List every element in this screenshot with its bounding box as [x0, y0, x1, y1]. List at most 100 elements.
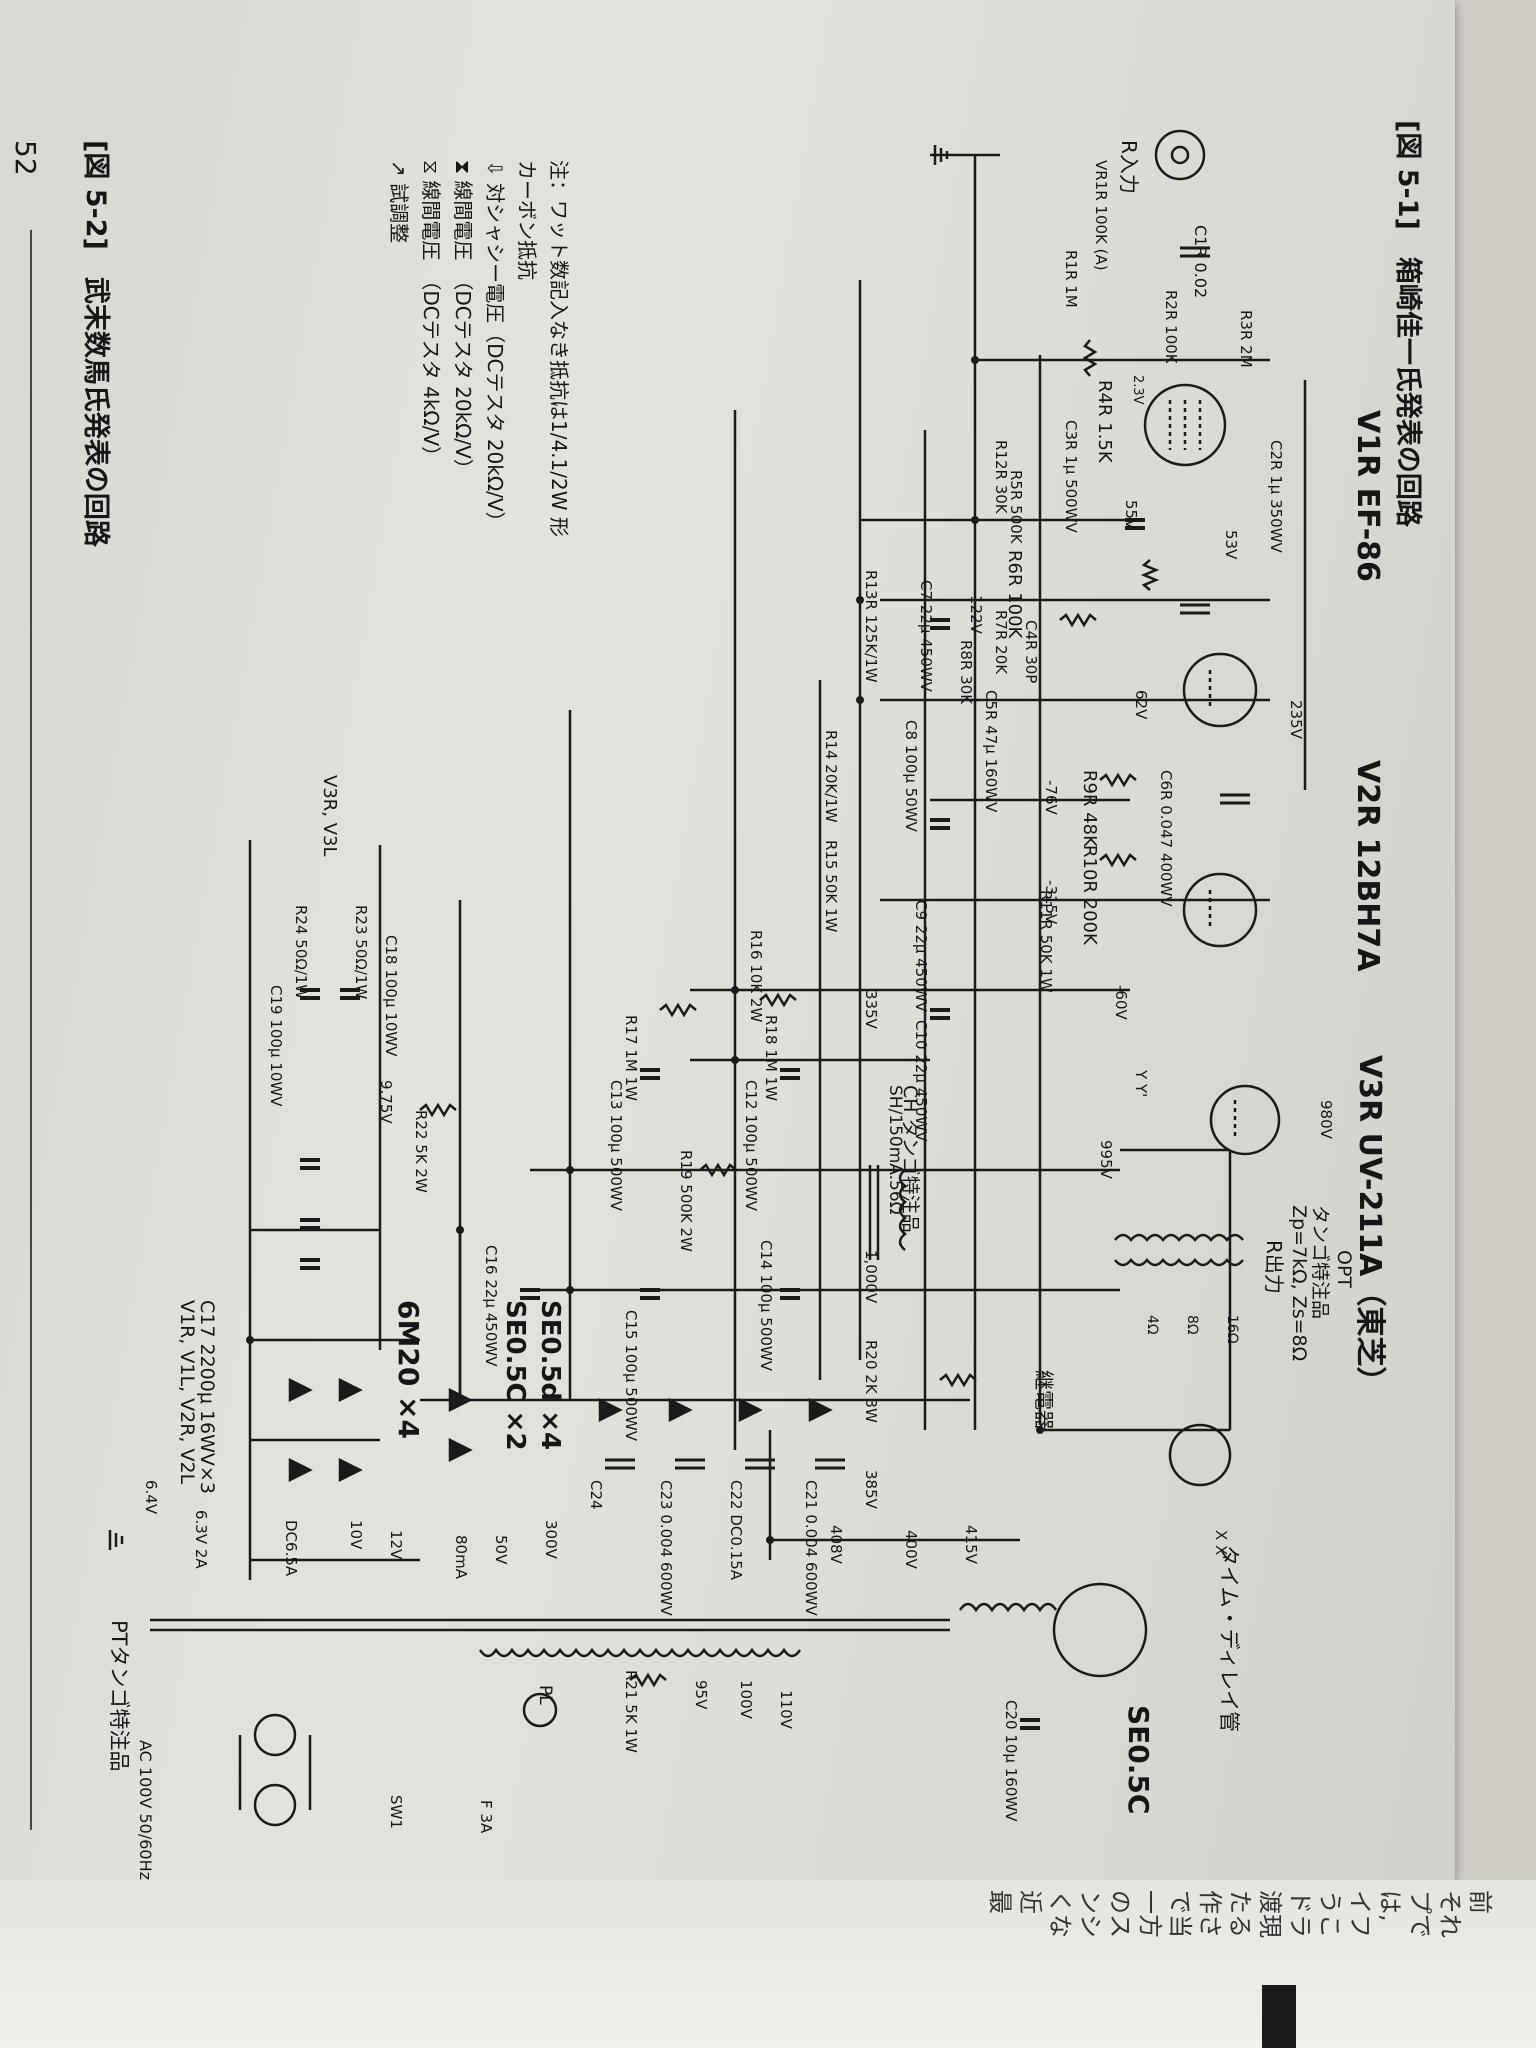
xx-terminal: X X' [1212, 1530, 1230, 1560]
next-page-text-fragment: ドラ [1286, 1890, 1314, 1938]
c16-label: C16 22μ 450WV [482, 1245, 500, 1367]
tap-4ohm: 4Ω [1144, 1315, 1160, 1335]
next-page-text-fragment: うこ [1316, 1890, 1344, 1938]
r7r-label: R7R 20K [992, 610, 1010, 675]
r9r-label: R9R 48K [1079, 770, 1100, 847]
schematic-drawing [108, 129, 1307, 1827]
c4r-label: C4R 30P [1022, 620, 1040, 684]
v1-tube-label: V1R EF-86 [1350, 410, 1385, 582]
r18-label: R18 1M 1W [762, 1015, 780, 1101]
tap-8ohm: 8Ω [1184, 1315, 1200, 1335]
current-dc6-5a: DC6.5A [282, 1520, 300, 1577]
rectifier-hv1-label: SE0.5d ×4 [535, 1300, 565, 1451]
c19-label: C19 100μ 10WV [267, 985, 285, 1107]
c5r-label: C5R 47μ 160WV [982, 690, 1000, 813]
tap-16ohm: 16Ω [1224, 1315, 1240, 1344]
r-input-label: R入力 [1117, 140, 1141, 194]
voltage-minus-315v: -315V [1042, 880, 1060, 925]
c20-label: C20 10μ 160WV [1002, 1700, 1020, 1822]
r12r-label: R12R 30K [992, 440, 1010, 514]
r13r-label: R13R 125K/1W [862, 570, 880, 683]
page-rule [30, 230, 32, 1830]
switch-label: SW1 [387, 1795, 405, 1829]
r8r-label: R8R 30K [957, 640, 975, 705]
voltage-235v: 235V [1287, 700, 1305, 739]
r3r-label: R3R 2M [1237, 310, 1255, 368]
voltage-335v: 335V [862, 990, 880, 1029]
next-page-text-fragment: プで [1406, 1890, 1434, 1938]
c24-label: C24 [587, 1480, 605, 1510]
r10r-label: R10R 200K [1079, 845, 1100, 945]
voltage-408v: 408V [827, 1525, 845, 1564]
voltage-minus-76v: -76V [1042, 780, 1060, 815]
voltage-10v: 10V [347, 1520, 365, 1550]
r22-label: R22 5K 2W [412, 1110, 430, 1193]
r-output-label: R出力 [1262, 1240, 1286, 1294]
next-page-text-fragment: 近 [1016, 1890, 1044, 1914]
voltage-9-75v: 9.75V [377, 1080, 395, 1124]
r21-label: R21 5K 1W [622, 1670, 640, 1753]
c2r-label: C2R 1μ 350WV [1267, 440, 1285, 553]
tap-95v: 95V [692, 1680, 710, 1710]
r1r-label: R1R 1M [1062, 250, 1080, 308]
next-page-text-fragment: 渡現 [1256, 1890, 1284, 1938]
choke-spec: SH/150mA.56Ω [885, 1085, 905, 1215]
opt-spec1: タンゴ特注品 [1309, 1205, 1331, 1320]
c18-label: C18 100μ 10WV [382, 935, 400, 1057]
next-page-text-fragment: たる [1226, 1890, 1254, 1938]
ref-v3-label: V3R, V3L [319, 775, 340, 857]
voltage-415v: 415V [962, 1525, 980, 1564]
voltage-minus-60v: -60V [1112, 985, 1130, 1020]
next-page-text-fragment: 最 [986, 1890, 1014, 1914]
c13-label: C13 100μ 500WV [607, 1080, 625, 1211]
voltage-400v: 400V [902, 1530, 920, 1569]
pt-label: PTタンゴ特注品 [107, 1620, 131, 1772]
tap-100v: 100V [737, 1680, 755, 1719]
tap-110v: 110V [777, 1690, 795, 1729]
c22-label: C22 DC0.15A [727, 1480, 745, 1581]
voltage-12v: 12V [387, 1530, 405, 1560]
ac-label: AC 100V 50/60Hz [136, 1740, 155, 1881]
fuse-label: F 3A [477, 1800, 495, 1834]
voltage-2-3v: 2.3V [1130, 375, 1145, 405]
voltage-50v: 50V [492, 1535, 510, 1565]
v3-tube-label: V3R UV-211A（東芝） [1352, 1055, 1387, 1397]
vr1r-label: VR1R 100K (A) [1092, 160, 1110, 271]
c17-label: C17 2200μ 16WV×3 [196, 1300, 218, 1494]
next-page-strip: 前それプでは,イフうこドラ渡現たる作さで当一方のスンシくな近最 [0, 1880, 1536, 2048]
c15-label: C15 100μ 500WV [622, 1310, 640, 1441]
current-80ma: 80mA [452, 1535, 470, 1579]
pilot-lamp-label: PL [535, 1685, 555, 1705]
c23-label: C23 0.004 600WV [657, 1480, 675, 1616]
r14-label: R14 20K/1W [822, 730, 840, 823]
voltage-995v: 995V [1097, 1140, 1115, 1179]
heater-6-3v: 6.3V 2A [192, 1510, 210, 1569]
voltage-385v: 385V [862, 1470, 880, 1509]
r15-label: R15 50K 1W [822, 840, 840, 933]
c9-label: C9 22μ 450WV [912, 900, 930, 1012]
next-page-text-fragment: 一方 [1136, 1890, 1164, 1938]
delay-tube-label: タイム・ディレイ管 [1217, 1545, 1241, 1733]
c12-label: C12 100μ 500WV [742, 1080, 760, 1211]
next-page-text-fragment: イフ [1346, 1890, 1374, 1938]
next-page-text-fragment: それ [1436, 1890, 1464, 1938]
opt-label: OPT [1333, 1250, 1355, 1289]
opt-spec2: Zp=7kΩ, Zs=8Ω [1288, 1205, 1310, 1362]
c8-label: C8 100μ 50WV [902, 720, 920, 832]
voltage-53v: 53V [1222, 530, 1240, 560]
book-page: 52 [図 5-1] 箱崎佳一氏発表の回路 [図 5-2] 武末数馬氏発表の回路… [0, 0, 1455, 1880]
c21-label: C21 0.004 600WV [802, 1480, 820, 1616]
next-page-text-fragment: は, [1376, 1890, 1404, 1922]
voltage-55v: 55V [1122, 500, 1140, 530]
r24-label: R24 50Ω/1W [292, 905, 310, 1000]
c1r-label: C1R 0.02 [1191, 225, 1210, 299]
next-page-text-fragment: 前 [1466, 1890, 1494, 1914]
next-page-text-fragment: で当 [1166, 1890, 1194, 1938]
next-page-text-fragment: ンシ [1076, 1890, 1104, 1938]
c7-label: C7 22μ 450WV [917, 580, 935, 692]
voltage-300v: 300V [542, 1520, 560, 1559]
voltage-980v: 980V [1317, 1100, 1335, 1139]
c17b-label: V1R, V1L, V2R, V2L [176, 1300, 198, 1485]
c10-label: C10 22μ 450WV [912, 1020, 930, 1142]
heater-6-4v: 6.4V [142, 1480, 160, 1515]
